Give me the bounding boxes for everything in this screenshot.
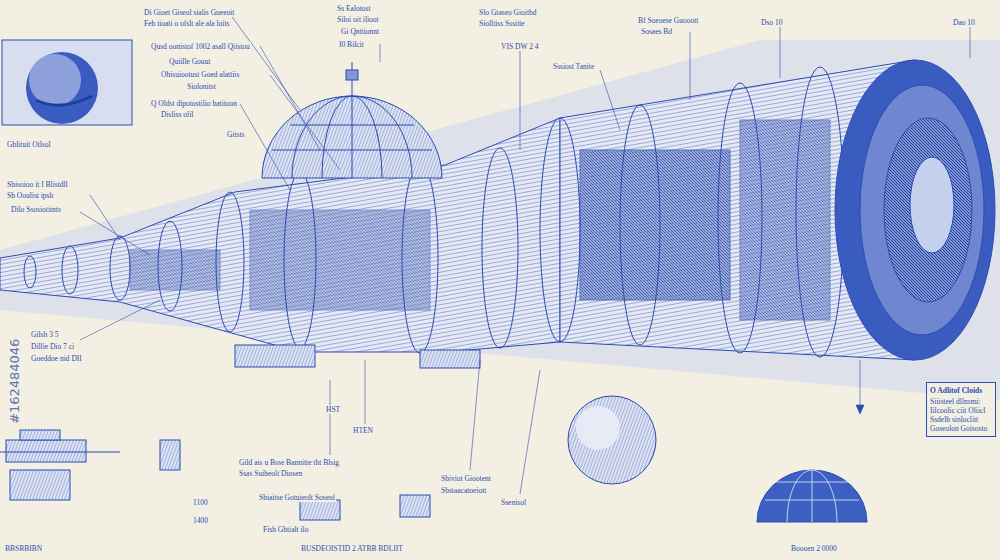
part-label: Boooen 2 0000 [790, 544, 838, 553]
panel-body: Siiisteel dllnsmi: Iilcoolic ciit Oliicl… [930, 397, 992, 433]
part-label: Q Oldst dipotostilio batitoon [150, 99, 238, 108]
planet-inset [2, 40, 132, 125]
part-label: Ssas Suibeolt Diosen [238, 469, 303, 478]
part-label: Sosaes Bd [640, 27, 673, 36]
part-label: Sbstaacatoeiott [440, 486, 487, 495]
spheres [568, 396, 867, 522]
part-label: Siolonitst [186, 82, 217, 91]
leader-lines [80, 14, 970, 494]
part-label: Siolltiss Sssitte [478, 19, 526, 28]
part-label: Dillie Dio 7 ci [30, 342, 75, 351]
part-label: Sssiost Tanite [552, 62, 595, 71]
note-panel: O Adlitof CloidsSiiisteel dllnsmi: Iilco… [926, 382, 996, 437]
part-label: Di Gioet Giseol sialis Gueeoit [143, 8, 235, 17]
part-label: Sbisoioo it I Blistdll [6, 180, 69, 189]
part-label: Sbiaitse Gotuieolt Soseol [258, 493, 336, 502]
part-label: Sb Ooulist ipsh [6, 191, 54, 200]
part-label: HTEN [352, 426, 374, 435]
part-label: BUSDEOISTID 2 ATBB BDLIIT [300, 544, 404, 553]
hull [0, 60, 995, 368]
part-label: Bf Soeoese Guooott [637, 16, 699, 25]
part-label: Obisuiootust Goed alattiis [160, 70, 240, 79]
part-label: Gblituit Otlsol [6, 140, 52, 149]
part-label: I0 Bilcit [338, 40, 365, 49]
part-label: Slo Gtaseo Gioitbd [478, 8, 538, 17]
part-label: Goeddoe nid DII [30, 354, 83, 363]
part-label: Gilsh 3 5 [30, 330, 60, 339]
part-label: Gild ais u Bsse Bannitte tht Blsig [238, 458, 340, 467]
part-label: Disliss olil [160, 110, 194, 119]
part-label: Qusd oonistof 1002 asall Qiistou [150, 42, 251, 51]
schematics [0, 430, 430, 520]
part-label: Quiille Gouut [168, 57, 211, 66]
part-label: HST [325, 405, 341, 414]
part-label: Fisb Gbtialt ilo [262, 525, 309, 534]
part-label: VIS DW 2 4 [500, 42, 540, 51]
part-label: BBSRBIBN [4, 544, 43, 553]
part-label: Ssenisol [500, 498, 527, 507]
part-label: Dilo Ssosiotitnts [10, 205, 62, 214]
part-label: 1400 [192, 516, 209, 525]
part-label: Sbiviot Giootent [440, 474, 492, 483]
part-label: Feb tioati o ofslt ale ala loits [143, 19, 230, 28]
watermark: #162484046 [8, 338, 22, 425]
part-label: Dao 10 [952, 18, 976, 27]
part-label: Gitsts [226, 130, 246, 139]
part-label: Dso 10 [760, 18, 783, 27]
part-label: Ss Ealotost [336, 4, 372, 13]
panel-heading: O Adlitof Cloids [930, 386, 992, 395]
part-label: 1100 [192, 498, 209, 507]
part-label: Gi Qnttionnt [340, 27, 380, 36]
part-label: Siloi oit ilioot [336, 15, 380, 24]
